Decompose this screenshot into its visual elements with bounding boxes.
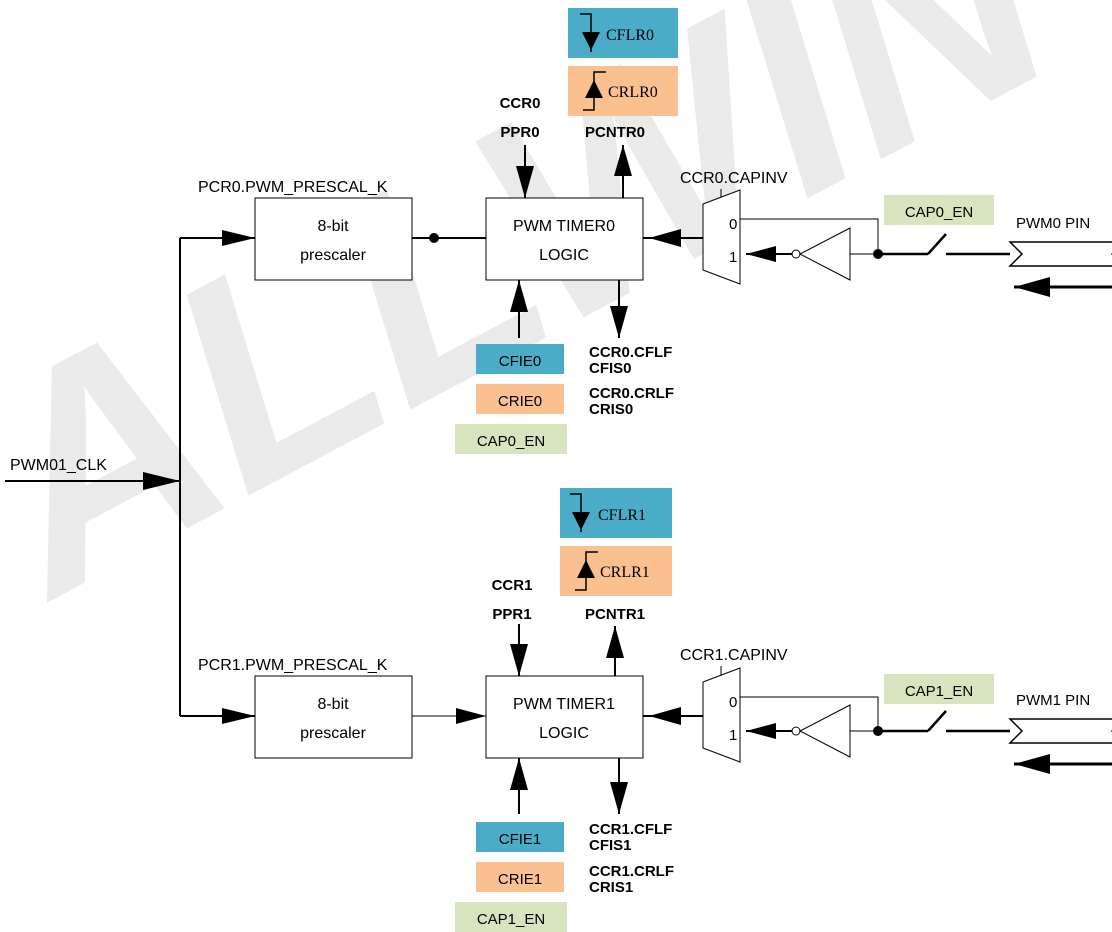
prescaler-box bbox=[254, 197, 413, 281]
crie-label: CRIE0 bbox=[498, 393, 542, 410]
cflr-label: CFLR0 bbox=[606, 27, 654, 44]
mux-icon bbox=[702, 189, 741, 285]
arrow-icon bbox=[606, 626, 624, 658]
timer-box bbox=[485, 675, 644, 759]
inverter-icon bbox=[798, 704, 851, 758]
crie-box bbox=[476, 862, 564, 892]
in-reg-ppr: PPR1 bbox=[492, 606, 531, 623]
counter-label: PCNTR1 bbox=[585, 606, 645, 623]
crie-box bbox=[476, 384, 564, 414]
arrow-icon bbox=[222, 708, 255, 724]
channel-1: PCR1.PWM_PRESCAL_K 8-bit prescaler PWM T… bbox=[180, 488, 1112, 932]
timer-line1: PWM TIMER1 bbox=[513, 696, 615, 713]
prescal-label: PCR1.PWM_PRESCAL_K bbox=[198, 657, 388, 674]
channel-0: PCR0.PWM_PRESCAL_K 8-bit prescaler PWM T… bbox=[180, 8, 1112, 454]
pin-icon bbox=[1008, 241, 1112, 267]
watermark: ALLWIN bbox=[0, 0, 1105, 661]
arrow-icon bbox=[510, 280, 528, 312]
cap-en-box-label: CAP0_EN bbox=[477, 433, 545, 450]
timer-line2: LOGIC bbox=[539, 247, 589, 264]
arrow-icon bbox=[516, 166, 534, 198]
mux-0: 0 bbox=[729, 694, 737, 711]
cap-en-switch-box bbox=[884, 674, 994, 704]
cflr-label: CFLR1 bbox=[598, 507, 646, 524]
mux-1: 1 bbox=[729, 727, 737, 744]
arrow-icon bbox=[510, 758, 528, 790]
pin-label: PWM0 PIN bbox=[1016, 215, 1090, 232]
arrow-icon bbox=[649, 229, 681, 247]
status-3: CCR1.CRLF bbox=[589, 863, 674, 880]
cap-en-box bbox=[455, 902, 567, 932]
status-1: CCR0.CFLF bbox=[589, 344, 672, 361]
mux-1: 1 bbox=[729, 249, 737, 266]
in-reg-ccr: CCR1 bbox=[492, 577, 533, 594]
crie-label: CRIE1 bbox=[498, 871, 542, 888]
arrow-icon bbox=[610, 782, 628, 814]
prescaler-box bbox=[254, 675, 413, 759]
status-1: CCR1.CFLF bbox=[589, 821, 672, 838]
clock-label: PWM01_CLK bbox=[10, 457, 107, 474]
status-3: CCR0.CRLF bbox=[589, 385, 674, 402]
timer-line2: LOGIC bbox=[539, 725, 589, 742]
arrow-icon bbox=[222, 230, 255, 246]
cfie-box bbox=[476, 344, 564, 374]
capinv-label: CCR0.CAPINV bbox=[680, 170, 788, 187]
prescaler-line1: 8-bit bbox=[317, 218, 349, 235]
status-2: CFIS0 bbox=[589, 360, 632, 377]
junction-dot bbox=[429, 233, 439, 243]
mux-icon bbox=[702, 667, 741, 763]
crlr-label: CRLR0 bbox=[608, 84, 658, 101]
in-reg-ppr: PPR0 bbox=[500, 124, 539, 141]
counter-label: PCNTR0 bbox=[585, 124, 645, 141]
cap-en-switch-label: CAP1_EN bbox=[905, 683, 973, 700]
rising-edge-icon bbox=[575, 551, 598, 591]
arrow-icon bbox=[510, 644, 528, 676]
prescaler-line2: prescaler bbox=[300, 725, 366, 742]
mux-0: 0 bbox=[729, 216, 737, 233]
falling-edge-icon bbox=[570, 493, 590, 532]
arrow-icon bbox=[614, 145, 632, 176]
arrow-icon bbox=[746, 723, 776, 739]
cap-en-switch-label: CAP0_EN bbox=[905, 204, 973, 221]
switch-icon bbox=[927, 233, 947, 255]
arrow-icon bbox=[746, 246, 776, 262]
cfie-label: CFIE0 bbox=[499, 353, 542, 370]
arrow-icon bbox=[456, 708, 486, 724]
falling-edge-icon bbox=[580, 13, 600, 52]
capinv-label: CCR1.CAPINV bbox=[680, 647, 788, 664]
inverter-bubble bbox=[791, 249, 801, 259]
crlr-box bbox=[568, 66, 678, 116]
arrow-icon bbox=[1014, 754, 1050, 774]
cap-en-box-label: CAP1_EN bbox=[477, 911, 545, 928]
prescal-label: PCR0.PWM_PRESCAL_K bbox=[198, 179, 388, 196]
clock-arrow-icon bbox=[143, 472, 180, 490]
prescaler-line2: prescaler bbox=[300, 247, 366, 264]
pin-label: PWM1 PIN bbox=[1016, 692, 1090, 709]
timer-line1: PWM TIMER0 bbox=[513, 218, 615, 235]
status-4: CRIS1 bbox=[589, 879, 633, 896]
prescaler-line1: 8-bit bbox=[317, 696, 349, 713]
crlr-label: CRLR1 bbox=[600, 564, 650, 581]
cap-en-switch-box bbox=[884, 195, 994, 225]
status-4: CRIS0 bbox=[589, 401, 633, 418]
cap-en-box bbox=[455, 424, 567, 454]
arrow-icon bbox=[649, 707, 681, 725]
inverter-bubble bbox=[791, 726, 801, 736]
status-2: CFIS1 bbox=[589, 837, 632, 854]
pin-icon bbox=[1008, 718, 1112, 744]
rising-edge-icon bbox=[583, 71, 606, 111]
arrow-icon bbox=[1014, 277, 1050, 297]
crlr-box bbox=[560, 546, 672, 596]
timer-box bbox=[485, 197, 644, 281]
arrow-icon bbox=[610, 306, 628, 338]
cfie-label: CFIE1 bbox=[499, 831, 542, 848]
cfie-box bbox=[476, 822, 564, 852]
switch-icon bbox=[927, 710, 947, 732]
in-reg-ccr: CCR0 bbox=[500, 95, 541, 112]
